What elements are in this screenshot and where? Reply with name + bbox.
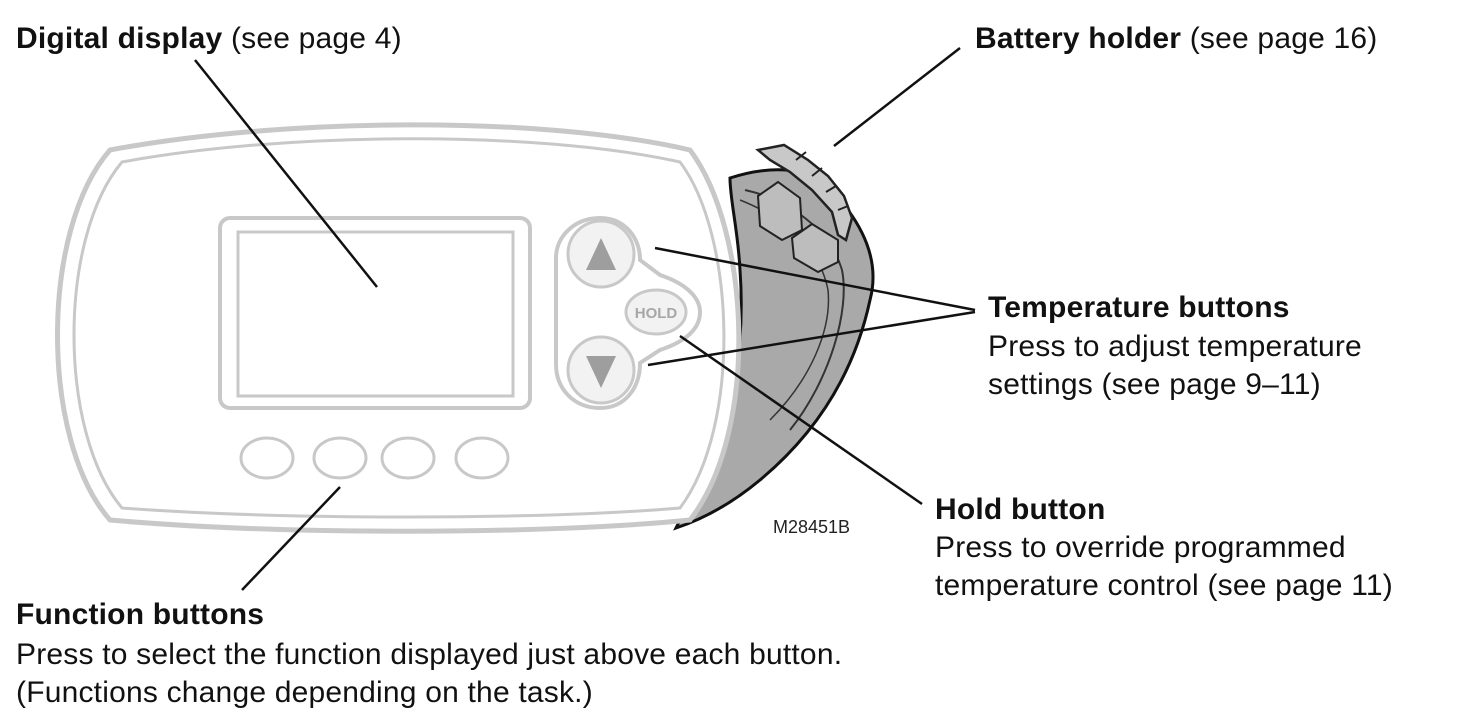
battery-holder-note: (see page 16) (1189, 22, 1378, 55)
function-buttons-title: Function buttons (16, 598, 265, 631)
hold-button-desc-2: temperature control (see page 11) (935, 569, 1393, 602)
function-buttons-callout: Function buttons (16, 596, 264, 634)
function-buttons-desc-2: (Functions change depending on the task.… (16, 676, 593, 709)
leader-function-buttons (241, 486, 341, 591)
triangle-down-icon (586, 356, 616, 388)
hold-button-title: Hold button (935, 493, 1106, 526)
function-button-1[interactable] (239, 436, 295, 480)
leader-lines (194, 47, 976, 591)
leader-hold-button (679, 334, 923, 506)
leader-temperature-up (654, 246, 976, 312)
battery-holder-callout: Battery holder (see page 16) (975, 20, 1377, 58)
function-button-2[interactable] (312, 436, 368, 480)
function-button-3[interactable] (380, 436, 436, 480)
hold-button-label: HOLD (635, 305, 678, 322)
temperature-buttons-callout: Temperature buttons (988, 289, 1290, 327)
function-button-4[interactable] (454, 436, 510, 480)
model-code: M28451B (773, 517, 850, 537)
hold-button[interactable]: HOLD (624, 288, 688, 336)
leader-temperature-down (647, 310, 976, 367)
hold-button-desc-1: Press to override programmed (935, 531, 1346, 564)
battery-holder-title: Battery holder (975, 22, 1182, 55)
digital-display (218, 216, 532, 410)
hold-button-callout: Hold button (935, 491, 1105, 529)
digital-display-callout: Digital display (see page 4) (16, 20, 402, 58)
function-buttons (239, 436, 510, 480)
leader-battery-holder (833, 47, 961, 147)
digital-display-note: (see page 4) (230, 22, 402, 55)
temperature-buttons-title: Temperature buttons (988, 291, 1290, 324)
temperature-up-button[interactable] (566, 219, 636, 289)
temperature-buttons-desc-2: settings (see page 9–11) (988, 368, 1321, 401)
function-buttons-desc-1: Press to select the function displayed j… (16, 638, 843, 671)
temperature-buttons-desc-1: Press to adjust temperature (988, 330, 1362, 363)
temperature-down-button[interactable] (566, 335, 636, 405)
digital-display-title: Digital display (16, 22, 223, 55)
triangle-up-icon (586, 238, 616, 270)
leader-digital-display (194, 59, 378, 288)
